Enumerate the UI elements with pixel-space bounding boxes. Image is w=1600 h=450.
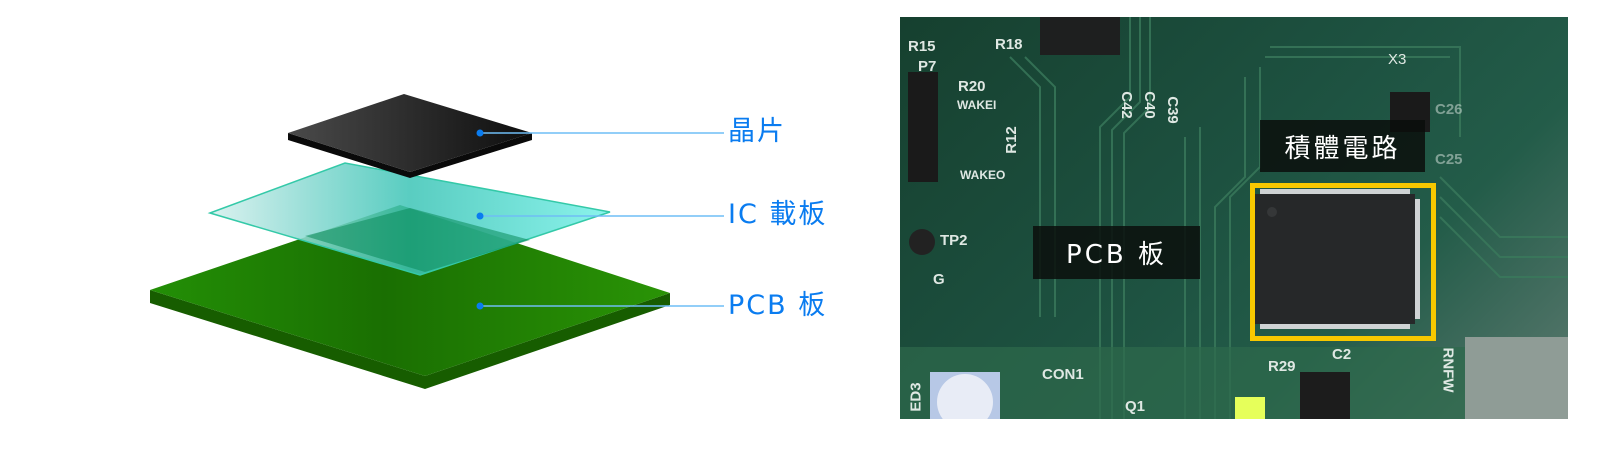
- silk-c42: C42: [1117, 91, 1135, 119]
- tag-pcb: PCB 板: [1033, 226, 1200, 279]
- silk-c39: C39: [1163, 96, 1181, 124]
- label-ic-substrate: IC 載板: [728, 199, 828, 230]
- silk-rnfw: RNFW: [1439, 347, 1457, 393]
- silk-r15: R15: [908, 38, 936, 55]
- silk-wakei: WAKEI: [957, 98, 997, 112]
- chip-die-shape: [288, 94, 532, 178]
- pcb-photo-artwork: [900, 17, 1568, 419]
- pcb-board-shape: [150, 205, 670, 389]
- leader-lines: [476, 129, 724, 310]
- silk-r12: R12: [1002, 126, 1020, 154]
- label-pcb: PCB 板: [728, 290, 828, 321]
- silk-p7: P7: [918, 58, 937, 75]
- silk-c40: C40: [1140, 91, 1158, 119]
- chip-layer-diagram: 晶片 IC 載板 PCB 板: [150, 94, 828, 389]
- silk-c25: C25: [1435, 151, 1463, 168]
- silk-wakeo: WAKEO: [960, 168, 1006, 182]
- silk-c26: C26: [1435, 101, 1463, 118]
- silk-g: G: [933, 271, 945, 288]
- ic-highlight-box: [1250, 183, 1436, 341]
- silk-con1: CON1: [1042, 366, 1084, 383]
- silk-x3: X3: [1388, 51, 1407, 68]
- silk-r29: R29: [1268, 358, 1296, 375]
- silk-tp2: TP2: [940, 232, 968, 249]
- silk-ed3: ED3: [907, 382, 925, 412]
- label-chip: 晶片: [728, 116, 786, 147]
- silk-q1: Q1: [1125, 398, 1146, 415]
- pcb-photo: R15 R18 P7 R20 WAKEI R12 WAKEO TP2 G C42…: [900, 17, 1568, 419]
- ic-substrate-shape: [207, 162, 611, 276]
- tag-integrated-circuit: 積體電路: [1260, 120, 1425, 172]
- layer-stack-illustration: [150, 94, 724, 389]
- silk-r18: R18: [995, 36, 1023, 53]
- qfp-chip: [1250, 189, 1420, 329]
- silk-r20: R20: [958, 78, 986, 95]
- silk-c2: C2: [1332, 346, 1352, 363]
